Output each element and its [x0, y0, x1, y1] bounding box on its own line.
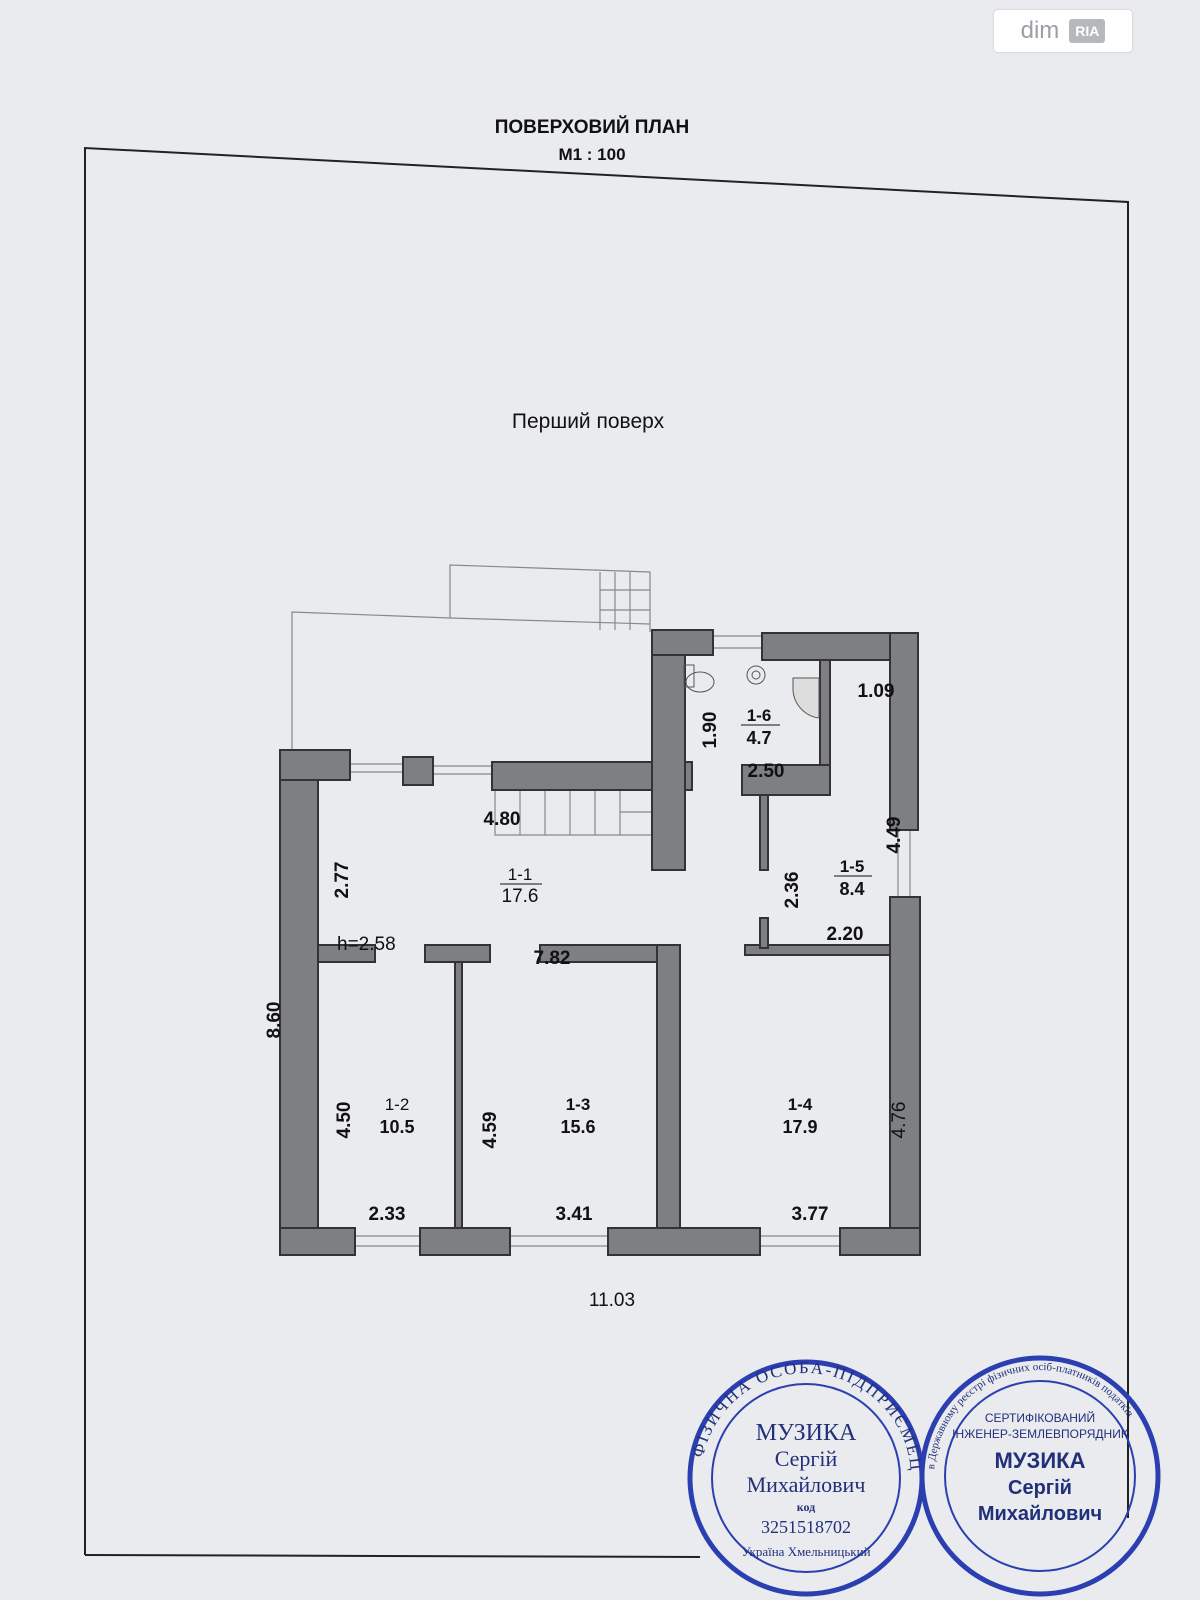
stamp-code: 3251518702 — [761, 1517, 851, 1537]
sink-icon — [746, 665, 766, 685]
dimension-label: 4.49 — [884, 817, 905, 854]
room-id: 1-2 — [385, 1095, 410, 1114]
toilet-icon — [683, 664, 715, 693]
room-1-1: 1-1 17.6 — [500, 865, 542, 907]
stamp-bottom-text: Україна Хмельницький — [741, 1544, 870, 1559]
stamp-land-surveyor: в Державному реєстрі фізичних осіб-платн… — [919, 1355, 1161, 1597]
room-area: 17.6 — [502, 886, 539, 907]
room-id: 1-4 — [788, 1095, 813, 1114]
room-1-6: 1-6 4.7 — [741, 706, 780, 748]
stamp-code-label: код — [797, 1500, 815, 1514]
room-1-5: 1-5 8.4 — [834, 857, 872, 899]
dimension-label: 1.90 — [700, 712, 721, 749]
dimension-label: 2.33 — [369, 1204, 406, 1225]
dimension-label: 3.77 — [792, 1204, 829, 1225]
stamp-surname: МУЗИКА — [995, 1448, 1086, 1473]
dimria-watermark: dim RIA — [994, 10, 1132, 52]
room-id: 1-6 — [747, 706, 772, 725]
plan-title: ПОВЕРХОВИЙ ПЛАН — [495, 116, 689, 138]
dimension-label: 4.50 — [334, 1102, 355, 1139]
stamp-line2: ІНЖЕНЕР-ЗЕМЛЕВПОРЯДНИК — [952, 1427, 1128, 1441]
stamp-surname: МУЗИКА — [756, 1420, 857, 1446]
watermark-brand: dim — [1020, 17, 1060, 44]
dimension-label: 2.77 — [332, 862, 353, 899]
dimension-labels: 11.03 8.60 4.80 2.77 7.82 1.90 2.50 1.09… — [264, 681, 910, 1311]
shower-icon — [792, 677, 820, 719]
dimension-label: 4.76 — [889, 1102, 910, 1139]
stamp-line1: СЕРТИФІКОВАНИЙ — [985, 1410, 1095, 1425]
stamp-name: Сергій — [1008, 1477, 1072, 1499]
watermark-sub: RIA — [1069, 19, 1106, 43]
dimension-label: 2.20 — [827, 924, 864, 945]
dimension-label: 3.41 — [556, 1204, 593, 1225]
windows — [350, 635, 911, 1247]
room-id: 1-3 — [566, 1095, 591, 1114]
dimension-label: 11.03 — [589, 1290, 635, 1311]
dimension-label: 4.80 — [484, 809, 521, 830]
room-id: 1-1 — [508, 865, 533, 884]
porch-outline — [291, 564, 651, 760]
stamp-patronymic: Михайлович — [747, 1472, 866, 1497]
room-1-4: 1-4 17.9 — [782, 1095, 817, 1137]
dimension-label: 2.36 — [782, 872, 803, 909]
dimension-label: 7.82 — [534, 948, 571, 969]
room-id: 1-5 — [840, 857, 865, 876]
stamp-patronymic: Михайлович — [978, 1503, 1102, 1525]
room-area: 8.4 — [839, 879, 864, 899]
stamp-entrepreneur: ФІЗИЧНА ОСОБА-ПІДПРИЄМЕЦЬ МУЗИКА Сергій … — [0, 0, 925, 1597]
room-area: 17.9 — [782, 1117, 817, 1137]
room-area: 4.7 — [746, 728, 771, 748]
room-area: 10.5 — [379, 1117, 414, 1137]
dimension-label: 8.60 — [264, 1002, 285, 1039]
dimension-label: 4.59 — [480, 1112, 501, 1149]
plan-scale: М1 : 100 — [558, 145, 625, 164]
room-1-3: 1-3 15.6 — [560, 1095, 595, 1137]
room-1-2: 1-2 10.5 — [379, 1095, 414, 1137]
room-area: 15.6 — [560, 1117, 595, 1137]
walls — [279, 629, 921, 1256]
interior-stair — [494, 790, 660, 836]
sheet-frame — [84, 146, 1129, 1555]
ceiling-height: h=2.58 — [337, 934, 396, 955]
floor-title: Перший поверх — [512, 410, 665, 433]
dimension-label: 1.09 — [858, 681, 895, 702]
sheet-frame-bottom — [84, 1554, 701, 1558]
stamp-name: Сергій — [775, 1446, 838, 1471]
dimension-label: 2.50 — [748, 761, 785, 782]
